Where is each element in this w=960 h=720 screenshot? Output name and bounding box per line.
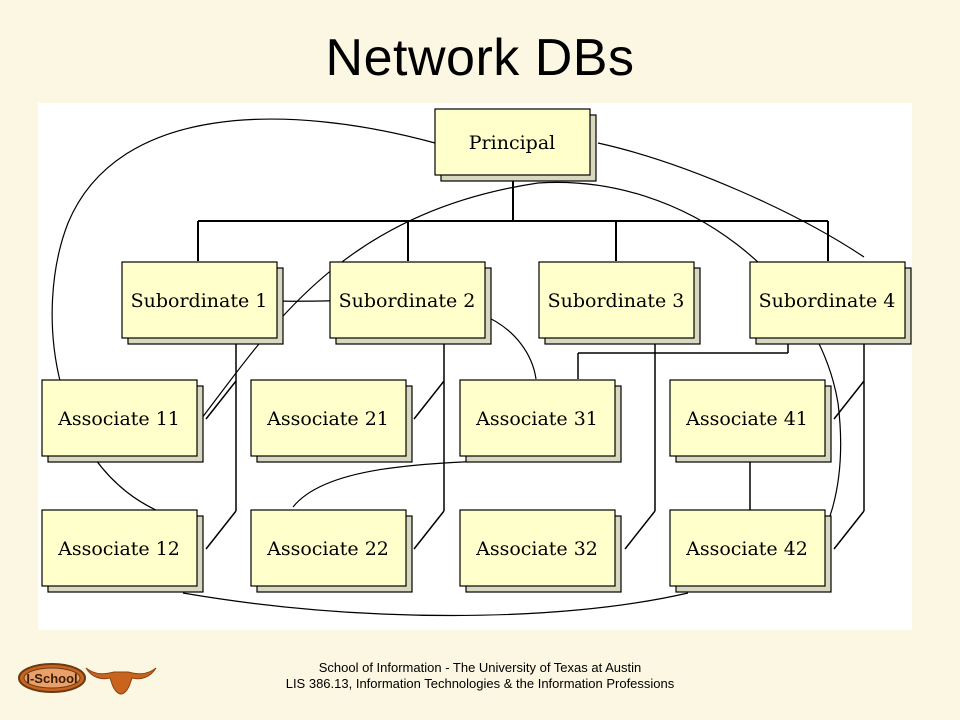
footer-school-line: School of Information - The University o…: [318, 660, 642, 675]
node-label: Associate 21: [266, 408, 389, 430]
slide-footer: School of Information - The University o…: [0, 660, 960, 692]
slide-title: Network DBs: [325, 29, 635, 87]
node-label: Associate 32: [475, 538, 598, 560]
node-label: Associate 22: [266, 538, 389, 560]
link-associate31-associate22: [292, 458, 537, 508]
node-label: Subordinate 3: [548, 290, 685, 312]
ischool-logo-text: I-School: [26, 671, 77, 686]
network-db-diagram: Principal Subordinate 1 Subordinate 2 Su…: [38, 103, 912, 630]
node-associate-32: Associate 32: [459, 509, 622, 593]
node-associate-12: Associate 12: [41, 509, 204, 593]
node-label: Associate 11: [57, 408, 180, 430]
node-label: Subordinate 1: [131, 290, 268, 312]
node-associate-42: Associate 42: [669, 509, 832, 593]
node-subordinate-2: Subordinate 2: [329, 261, 492, 345]
footer-course-line: LIS 386.13, Information Technologies & t…: [285, 676, 675, 691]
hierarchy-links: [197, 181, 829, 261]
node-subordinate-1: Subordinate 1: [121, 261, 284, 345]
link-associate12-associate42: [182, 592, 689, 617]
node-label: Subordinate 2: [339, 290, 476, 312]
node-label: Associate 42: [685, 538, 808, 560]
node-subordinate-3: Subordinate 3: [538, 261, 701, 345]
node-associate-41: Associate 41: [669, 379, 832, 463]
node-label: Subordinate 4: [759, 290, 896, 312]
subordinate-branches: [205, 341, 865, 550]
node-label: Principal: [469, 132, 555, 154]
node-associate-31: Associate 31: [459, 379, 622, 463]
link-principal-subordinate4: [597, 142, 865, 258]
node-associate-11: Associate 11: [41, 379, 204, 463]
diagram-canvas: Principal Subordinate 1 Subordinate 2 Su…: [41, 108, 912, 617]
node-label: Associate 31: [475, 408, 598, 430]
node-label: Associate 12: [57, 538, 180, 560]
link-associate11-principal: [197, 181, 842, 568]
longhorn-logo: [85, 667, 157, 695]
node-principal: Principal: [434, 108, 597, 182]
node-subordinate-4: Subordinate 4: [749, 261, 912, 345]
node-associate-21: Associate 21: [250, 379, 413, 463]
node-associate-22: Associate 22: [250, 509, 413, 593]
node-label: Associate 41: [685, 408, 808, 430]
ischool-logo: I-School: [18, 663, 86, 693]
